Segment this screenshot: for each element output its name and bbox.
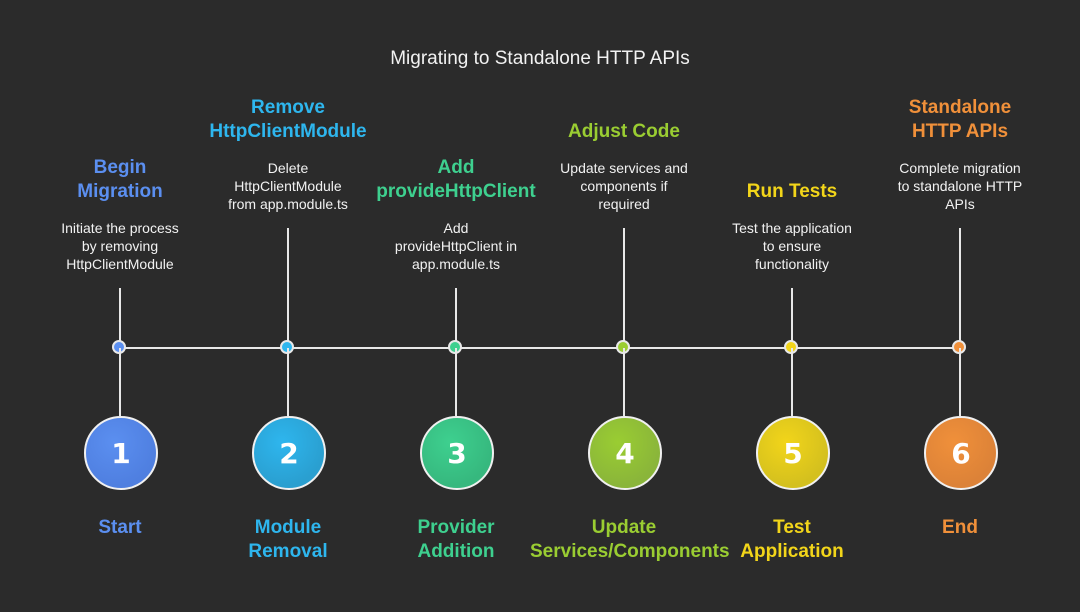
connector-line-top — [287, 228, 289, 348]
connector-line-top — [455, 288, 457, 348]
stage-label: Provider Addition — [417, 517, 495, 562]
connector-line-top — [623, 228, 625, 348]
stage-description: Test the application to ensure functiona… — [732, 220, 852, 272]
stage-5: Run Tests Test the application to ensure… — [708, 0, 876, 612]
step-number-circle: 2 — [252, 416, 326, 490]
connector-line-bottom — [791, 348, 793, 416]
stage-description: Complete migration to standalone HTTP AP… — [897, 160, 1023, 212]
stage-description: Initiate the process by removing HttpCli… — [61, 220, 179, 272]
step-number-circle: 6 — [924, 416, 998, 490]
connector-line-bottom — [287, 348, 289, 416]
stage-heading: Standalone HTTP APIs — [908, 97, 1012, 142]
stage-heading: Adjust Code — [568, 121, 680, 142]
stage-description: Update services and components if requir… — [560, 160, 688, 212]
stage-label: Module Removal — [248, 517, 328, 562]
stage-label: Update Services/Components — [530, 517, 730, 562]
diagram-title: Migrating to Standalone HTTP APIs — [390, 48, 690, 69]
connector-line-bottom — [623, 348, 625, 416]
connector-line-top — [959, 228, 961, 348]
connector-line-top — [791, 288, 793, 348]
connector-line-bottom — [119, 348, 121, 416]
stage-1: Begin Migration Initiate the process by … — [36, 0, 204, 612]
step-number-circle: 5 — [756, 416, 830, 490]
stage-heading: Run Tests — [746, 181, 838, 202]
step-number-circle: 4 — [588, 416, 662, 490]
connector-line-bottom — [959, 348, 961, 416]
stage-heading: Begin Migration — [77, 157, 163, 202]
stage-2: Remove HttpClientModule Delete HttpClien… — [204, 0, 372, 612]
connector-line-bottom — [455, 348, 457, 416]
stage-6: Standalone HTTP APIs Complete migration … — [876, 0, 1044, 612]
stage-description: Delete HttpClientModule from app.module.… — [228, 160, 348, 212]
stage-heading: Add provideHttpClient — [376, 157, 536, 202]
stage-label: End — [942, 517, 978, 538]
stage-4: Adjust Code Update services and componen… — [530, 0, 730, 612]
stage-label: Test Application — [740, 517, 844, 562]
step-number-circle: 3 — [420, 416, 494, 490]
stage-description: Add provideHttpClient in app.module.ts — [394, 220, 518, 272]
stage-label: Start — [98, 517, 142, 538]
connector-line-top — [119, 288, 121, 348]
timeline-axis — [120, 347, 960, 349]
stage-heading: Remove HttpClientModule — [209, 97, 367, 142]
stage-3: Add provideHttpClient Add provideHttpCli… — [372, 0, 540, 612]
step-number-circle: 1 — [84, 416, 158, 490]
